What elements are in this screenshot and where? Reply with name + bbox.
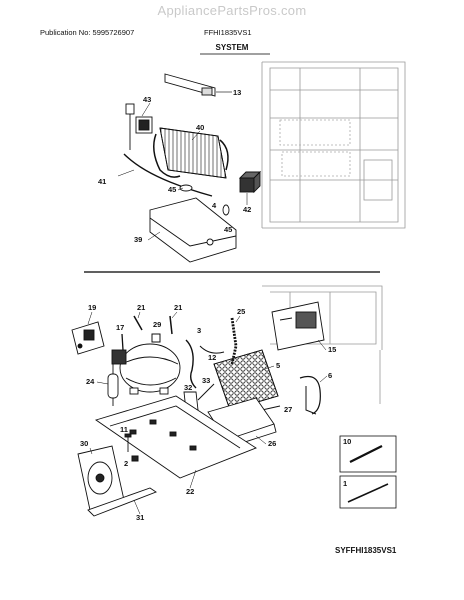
- part-33-clip: [197, 383, 215, 401]
- callout-6: 6: [328, 371, 332, 380]
- callout-11: 11: [120, 425, 128, 434]
- callout-24: 24: [86, 377, 95, 386]
- top-callouts: 13 43 40 41 45 4 42 39 45: [98, 88, 251, 244]
- top-leader-lines: [141, 102, 248, 241]
- part-41-tube: [123, 153, 213, 197]
- part-5-condenser-coil: [213, 349, 279, 411]
- part-45-clip: [179, 184, 230, 216]
- part-3-tube: [185, 339, 197, 389]
- callout-21a: 21: [137, 303, 145, 312]
- callout-12: 12: [208, 353, 216, 362]
- callout-27: 27: [284, 405, 292, 414]
- callout-25: 25: [237, 307, 245, 316]
- callout-26: 26: [268, 439, 276, 448]
- part-19-relay: [71, 321, 105, 355]
- part-40-evaporator: [153, 127, 229, 179]
- part-39-evap-cover: [149, 197, 237, 263]
- part-6-tube: [299, 375, 321, 415]
- callout-21b: 21: [174, 303, 182, 312]
- model-number: FFHI1835VS1: [204, 28, 252, 37]
- callout-40: 40: [196, 123, 204, 132]
- callout-4: 4: [212, 201, 217, 210]
- inset-box-1: [339, 475, 397, 509]
- publication-number: Publication No: 5995726907: [40, 28, 135, 37]
- watermark: AppliancePartsPros.com: [157, 3, 307, 18]
- callout-41: 41: [98, 177, 106, 186]
- part-42-cube: [238, 170, 262, 194]
- part-29-grommet: [151, 333, 161, 343]
- compressor: [111, 343, 181, 395]
- callout-29: 29: [153, 320, 161, 329]
- part-21-clip: [133, 315, 173, 335]
- callout-32: 32: [184, 383, 192, 392]
- callout-33: 33: [202, 376, 210, 385]
- callout-10: 10: [343, 437, 351, 446]
- part-2-grommet: [131, 455, 139, 462]
- callout-3: 3: [197, 326, 201, 335]
- part-31-rail: [87, 487, 157, 517]
- part-12-line: [199, 345, 225, 354]
- part-15-control-board: [271, 301, 325, 351]
- callout-19: 19: [88, 303, 96, 312]
- bottom-callouts: 19 21 21 29 17 3 25 12 15 5 24 32 33 6 2…: [80, 303, 351, 522]
- callout-31: 31: [136, 513, 144, 522]
- bottom-leader-lines: [87, 311, 328, 515]
- part-25-hose: [230, 317, 238, 365]
- part-43-bimetal: [125, 103, 153, 150]
- callout-39: 39: [134, 235, 142, 244]
- part-1-tube: [347, 483, 389, 503]
- diagram-code: SYFFHI1835VS1: [335, 546, 397, 555]
- part-11-bolt: [124, 433, 132, 452]
- callout-43: 43: [143, 95, 151, 104]
- callout-17: 17: [116, 323, 124, 332]
- part-24-dryer: [107, 364, 119, 406]
- callout-15: 15: [328, 345, 336, 354]
- callout-45: 45: [168, 185, 176, 194]
- callout-2: 2: [124, 459, 128, 468]
- cabinet-outline-top: [261, 61, 406, 229]
- callout-13: 13: [233, 88, 241, 97]
- callout-5: 5: [276, 361, 280, 370]
- part-22-base-plate: [94, 395, 257, 479]
- part-27-clip: [261, 405, 281, 411]
- part-10-wire: [349, 445, 383, 463]
- callout-30: 30: [80, 439, 88, 448]
- diagram-title: SYSTEM: [215, 43, 249, 52]
- callout-45b: 45: [224, 225, 232, 234]
- part-13-strip: [164, 73, 216, 97]
- callout-1: 1: [343, 479, 347, 488]
- callout-42: 42: [243, 205, 251, 214]
- callout-22: 22: [186, 487, 194, 496]
